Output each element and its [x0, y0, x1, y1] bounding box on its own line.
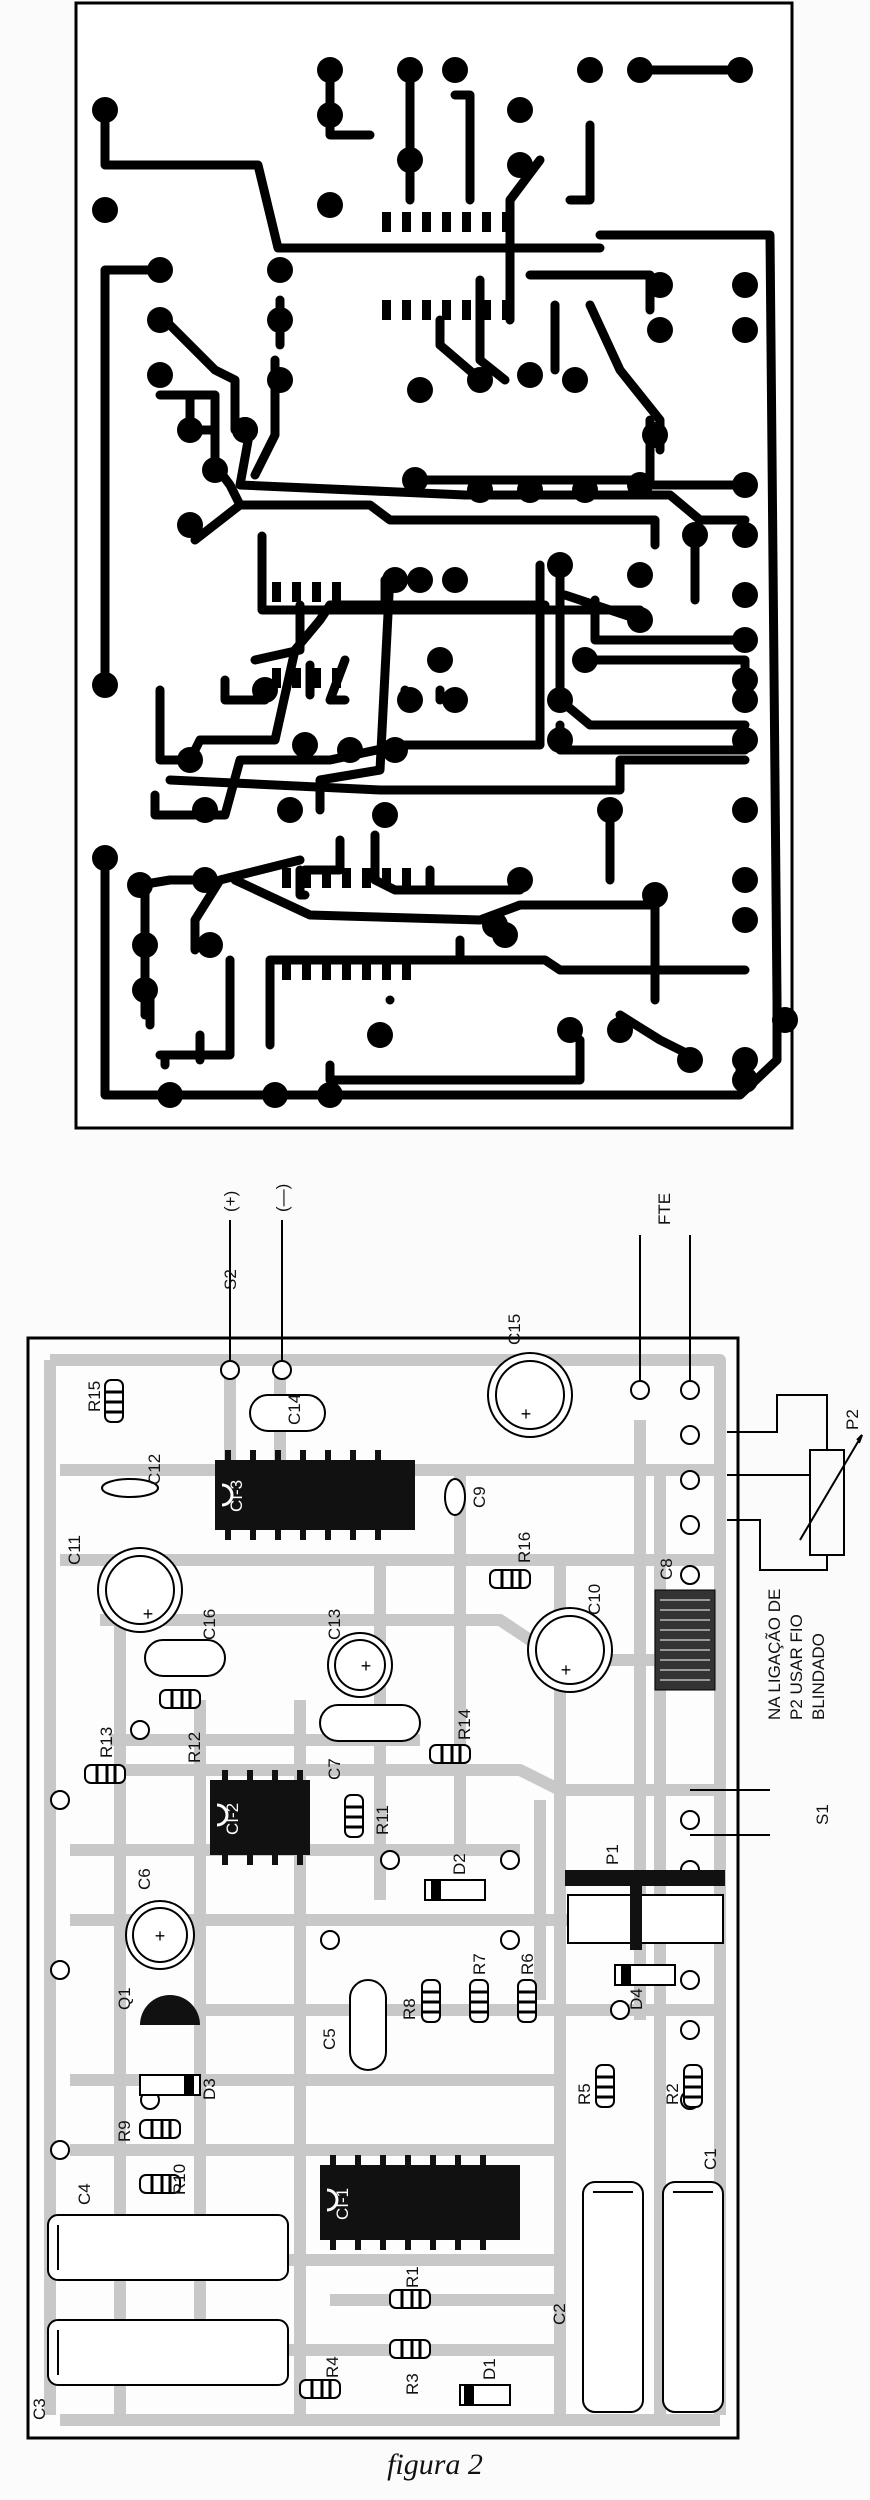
svg-text:+: + [143, 1604, 154, 1624]
label-R6: R6 [518, 1953, 537, 1975]
label-R3: R3 [403, 2373, 422, 2395]
label-C3: C3 [30, 2398, 49, 2420]
copper-pads [92, 57, 798, 1108]
label-P2: P2 [843, 1409, 862, 1430]
plus-marks: + + + + + [143, 1404, 572, 1946]
label-R12: R12 [185, 1732, 204, 1763]
note-line-3: BLINDADO [809, 1633, 828, 1720]
svg-text:+: + [155, 1926, 166, 1946]
label-R4: R4 [323, 2356, 342, 2378]
label-D2: D2 [450, 1853, 469, 1875]
label-R13: R13 [97, 1727, 116, 1758]
label-C10: C10 [585, 1584, 604, 1615]
ic-CI-1 [320, 2165, 520, 2240]
resistor-bands [95, 1390, 701, 2397]
ic-bodies [210, 1450, 520, 2250]
label-C11: C11 [65, 1535, 84, 1565]
label-D1: D1 [480, 2358, 499, 2380]
external-leads [229, 1220, 770, 1836]
label-R11: R11 [373, 1805, 392, 1835]
electrolytic-caps [97, 1352, 613, 1970]
label-C1: C1 [701, 2148, 720, 2170]
label-R2: R2 [663, 2083, 682, 2105]
pot-P2 [727, 1394, 863, 1571]
label-R5: R5 [575, 2083, 594, 2105]
label-R14: R14 [455, 1709, 474, 1740]
svg-text:+: + [561, 1660, 572, 1680]
label-R10: R10 [170, 2164, 189, 2195]
copper-traces [100, 57, 782, 1100]
label-P1: P1 [603, 1844, 622, 1865]
label-C7: C7 [325, 1758, 344, 1780]
label-CI-2: CI-2 [223, 1803, 242, 1835]
label-s2: S2 [221, 1269, 240, 1290]
label-R15: R15 [85, 1381, 104, 1412]
pot-P1 [565, 1870, 725, 1950]
label-D3: D3 [200, 2078, 219, 2100]
ic-pins [222, 1450, 486, 2250]
svg-text:+: + [521, 1404, 532, 1424]
connection-labels: (+) S2 (—) FTE S1 [221, 1184, 832, 1825]
label-C6: C6 [135, 1868, 154, 1890]
label-C2: C2 [550, 2303, 569, 2325]
cap-C8 [654, 1589, 716, 1691]
label-C12: C12 [145, 1454, 164, 1485]
label-CI-1: CI-1 [333, 2188, 352, 2220]
component-layout: + + + + + [26, 1220, 863, 2440]
label-R16: R16 [515, 1532, 534, 1563]
label-R9: R9 [115, 2120, 134, 2142]
label-C13: C13 [325, 1609, 344, 1640]
note-line-1: NA LIGAÇÃO DE [765, 1589, 784, 1720]
label-C4: C4 [75, 2183, 94, 2205]
label-CI-3: CI-3 [227, 1480, 246, 1512]
film-caps [47, 1394, 724, 2413]
label-D4: D4 [627, 1988, 646, 2010]
label-R7: R7 [470, 1953, 489, 1975]
note-line-2: P2 USAR FIO [787, 1614, 806, 1720]
ic-footprint-pads [272, 212, 511, 980]
label-minus: (—) [273, 1184, 292, 1212]
label-R1: R1 [403, 2266, 422, 2288]
label-C5: C5 [320, 2028, 339, 2050]
ic-CI-3 [215, 1460, 415, 1530]
transistor-Q1 [140, 1995, 200, 2025]
label-Q1: Q1 [115, 1987, 134, 2010]
figure-caption: figura 2 [387, 2448, 483, 2481]
cap-body-lines [57, 2191, 713, 2375]
pcb-trace-layout [74, 1, 798, 1130]
label-R8: R8 [400, 1998, 419, 2020]
label-C14: C14 [285, 1394, 304, 1425]
label-s1: S1 [813, 1804, 832, 1825]
label-C16: C16 [200, 1609, 219, 1640]
label-plus: (+) [221, 1191, 240, 1212]
shielded-wire-note: NA LIGAÇÃO DE P2 USAR FIO BLINDADO [765, 1589, 828, 1720]
label-C8: C8 [657, 1558, 676, 1580]
svg-text:+: + [361, 1656, 372, 1676]
label-fte: FTE [655, 1193, 674, 1225]
label-C15: C15 [505, 1314, 524, 1345]
diodes [139, 1879, 676, 2406]
component-labels: CI-3 CI-2 CI-1 R15 R16 R13 R12 R14 R11 R… [30, 1314, 862, 2420]
label-C9: C9 [470, 1486, 489, 1508]
